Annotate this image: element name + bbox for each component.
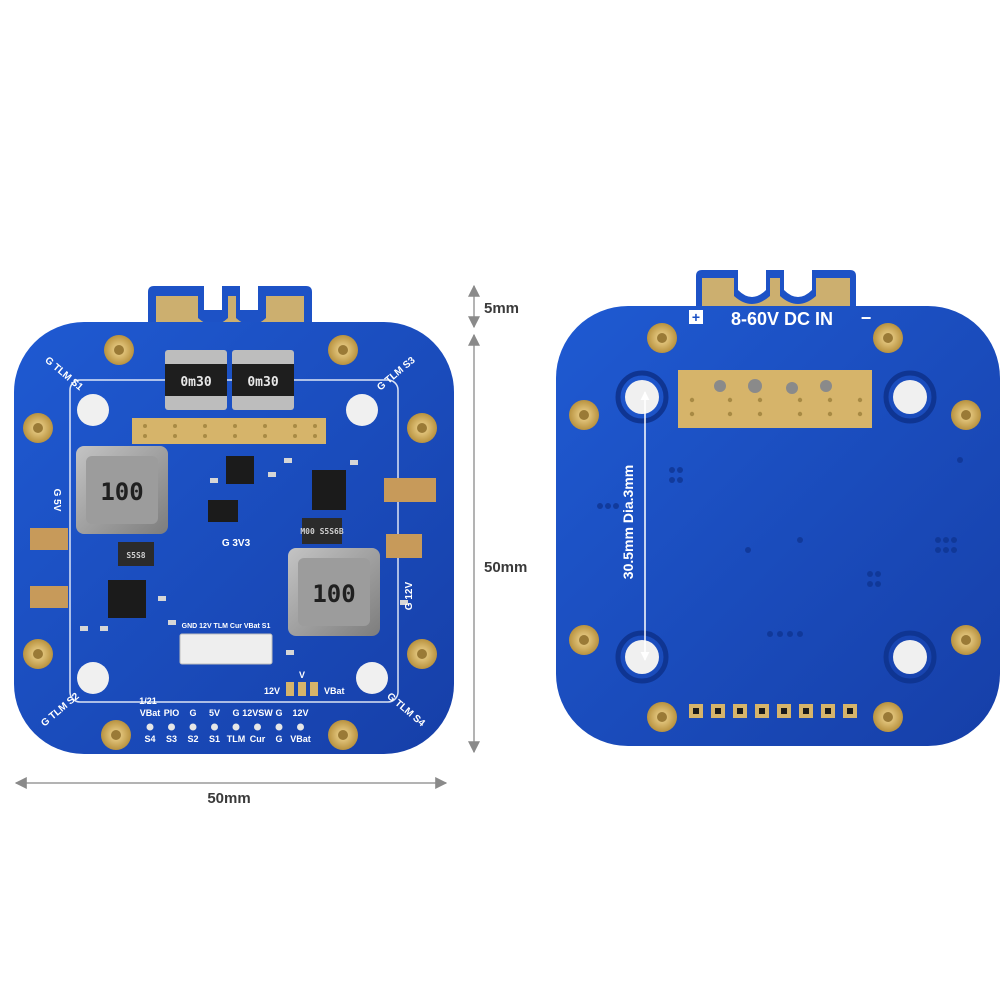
side-label-left: G 5V [51, 489, 62, 512]
ic-chip [208, 500, 238, 522]
resistor-mark-1: 0m30 [180, 375, 211, 390]
pad-label: S2 [187, 734, 198, 744]
back-board: + 8-60V DC IN − [556, 270, 1000, 746]
pad-label: S3 [166, 734, 177, 744]
jumper-marker: V [299, 670, 305, 680]
header-hole [825, 708, 831, 714]
capacitors [30, 478, 436, 608]
front-mount-hole [77, 662, 109, 694]
side-label-right: G 12V [404, 582, 415, 611]
shunt-resistor: 0m30 [165, 350, 227, 410]
pad-label: G [275, 708, 282, 718]
dc-in-label: 8-60V DC IN [731, 309, 833, 329]
front-pcb [14, 322, 454, 754]
inductor: 100 [76, 446, 168, 534]
diode [302, 518, 342, 544]
pad-row-header: 1/21 [139, 696, 157, 706]
plus-sign: + [692, 309, 700, 325]
pad-label: G [232, 708, 239, 718]
front-mount-hole [77, 394, 109, 426]
back-mount-hole [893, 640, 927, 674]
pad-label: VBat [140, 708, 161, 718]
back-header-pads [689, 704, 857, 718]
pad-label: 12VSW [242, 708, 273, 718]
jst-connector [179, 633, 273, 665]
front-bus-strip [132, 418, 326, 444]
inductor: 100 [288, 548, 380, 636]
jumper-pad [298, 682, 306, 696]
front-mount-hole [346, 394, 378, 426]
connector-label: GND 12V TLM Cur VBat S1 [182, 623, 271, 630]
shunt-resistor: 0m30 [232, 350, 294, 410]
back-power-pad [678, 370, 872, 428]
pad-label: Cur [250, 734, 266, 744]
header-hole [781, 708, 787, 714]
pad-holes [146, 723, 304, 731]
pad-hole [232, 723, 240, 731]
diode-mark: M00 S5S6B [300, 527, 344, 536]
header-hole [759, 708, 765, 714]
pad-labels-row2: S4 S3 S2 S1 TLM Cur G VBat [144, 734, 310, 744]
front-tab-gold [156, 296, 304, 330]
pad-hole [146, 723, 154, 731]
jumper-pad [310, 682, 318, 696]
resistor-mark-2: 0m30 [247, 375, 278, 390]
pad-hole [297, 723, 304, 731]
back-mount-hole [625, 640, 659, 674]
front-mount-hole [356, 662, 388, 694]
pad-label: S1 [209, 734, 220, 744]
jumper-label-vbat: VBat [324, 686, 345, 696]
pad-label: S4 [144, 734, 155, 744]
jumper-label-12v: 12V [264, 686, 280, 696]
ic-chip [108, 580, 146, 618]
header-hole [737, 708, 743, 714]
pad-hole [189, 723, 197, 731]
front-board: 0m30 0m30 100 100 [14, 286, 454, 754]
board-width-label: 50mm [207, 790, 250, 807]
back-mount-hole [893, 380, 927, 414]
pad-label: 5V [209, 708, 220, 718]
pad-label: G [189, 708, 196, 718]
ic-chip [312, 470, 346, 510]
pad-label: 12V [292, 708, 308, 718]
tab-height-label: 5mm [484, 300, 519, 317]
back-pcb [556, 306, 1000, 746]
back-mount-hole [625, 380, 659, 414]
pad-label: G [275, 734, 282, 744]
inductor-mark-1: 100 [100, 478, 143, 506]
header-hole [847, 708, 853, 714]
hole-spacing-label: 30.5mm Dia.3mm [620, 465, 636, 579]
pad-label: PIO [164, 708, 180, 718]
solder-joints [714, 379, 832, 394]
diode [118, 542, 154, 566]
pad-hole [275, 723, 283, 731]
ic-chip [226, 456, 254, 484]
board-height-label: 50mm [484, 559, 527, 576]
diode-mark: S5S8 [126, 551, 145, 560]
pad-hole [254, 723, 261, 731]
header-hole [715, 708, 721, 714]
pad-label: TLM [227, 734, 246, 744]
inductor-mark-2: 100 [312, 580, 355, 608]
pad-hole [211, 723, 218, 731]
minus-sign: − [861, 308, 872, 328]
front-corner-pads [23, 335, 437, 750]
side-label-center: G 3V3 [222, 538, 251, 549]
back-corner-pads [569, 323, 981, 732]
jumper-pad [286, 682, 294, 696]
pad-label: VBat [290, 734, 311, 744]
header-hole [693, 708, 699, 714]
dimension-lines: 5mm 50mm 50mm [14, 284, 527, 807]
pad-hole [168, 723, 175, 731]
header-hole [803, 708, 809, 714]
